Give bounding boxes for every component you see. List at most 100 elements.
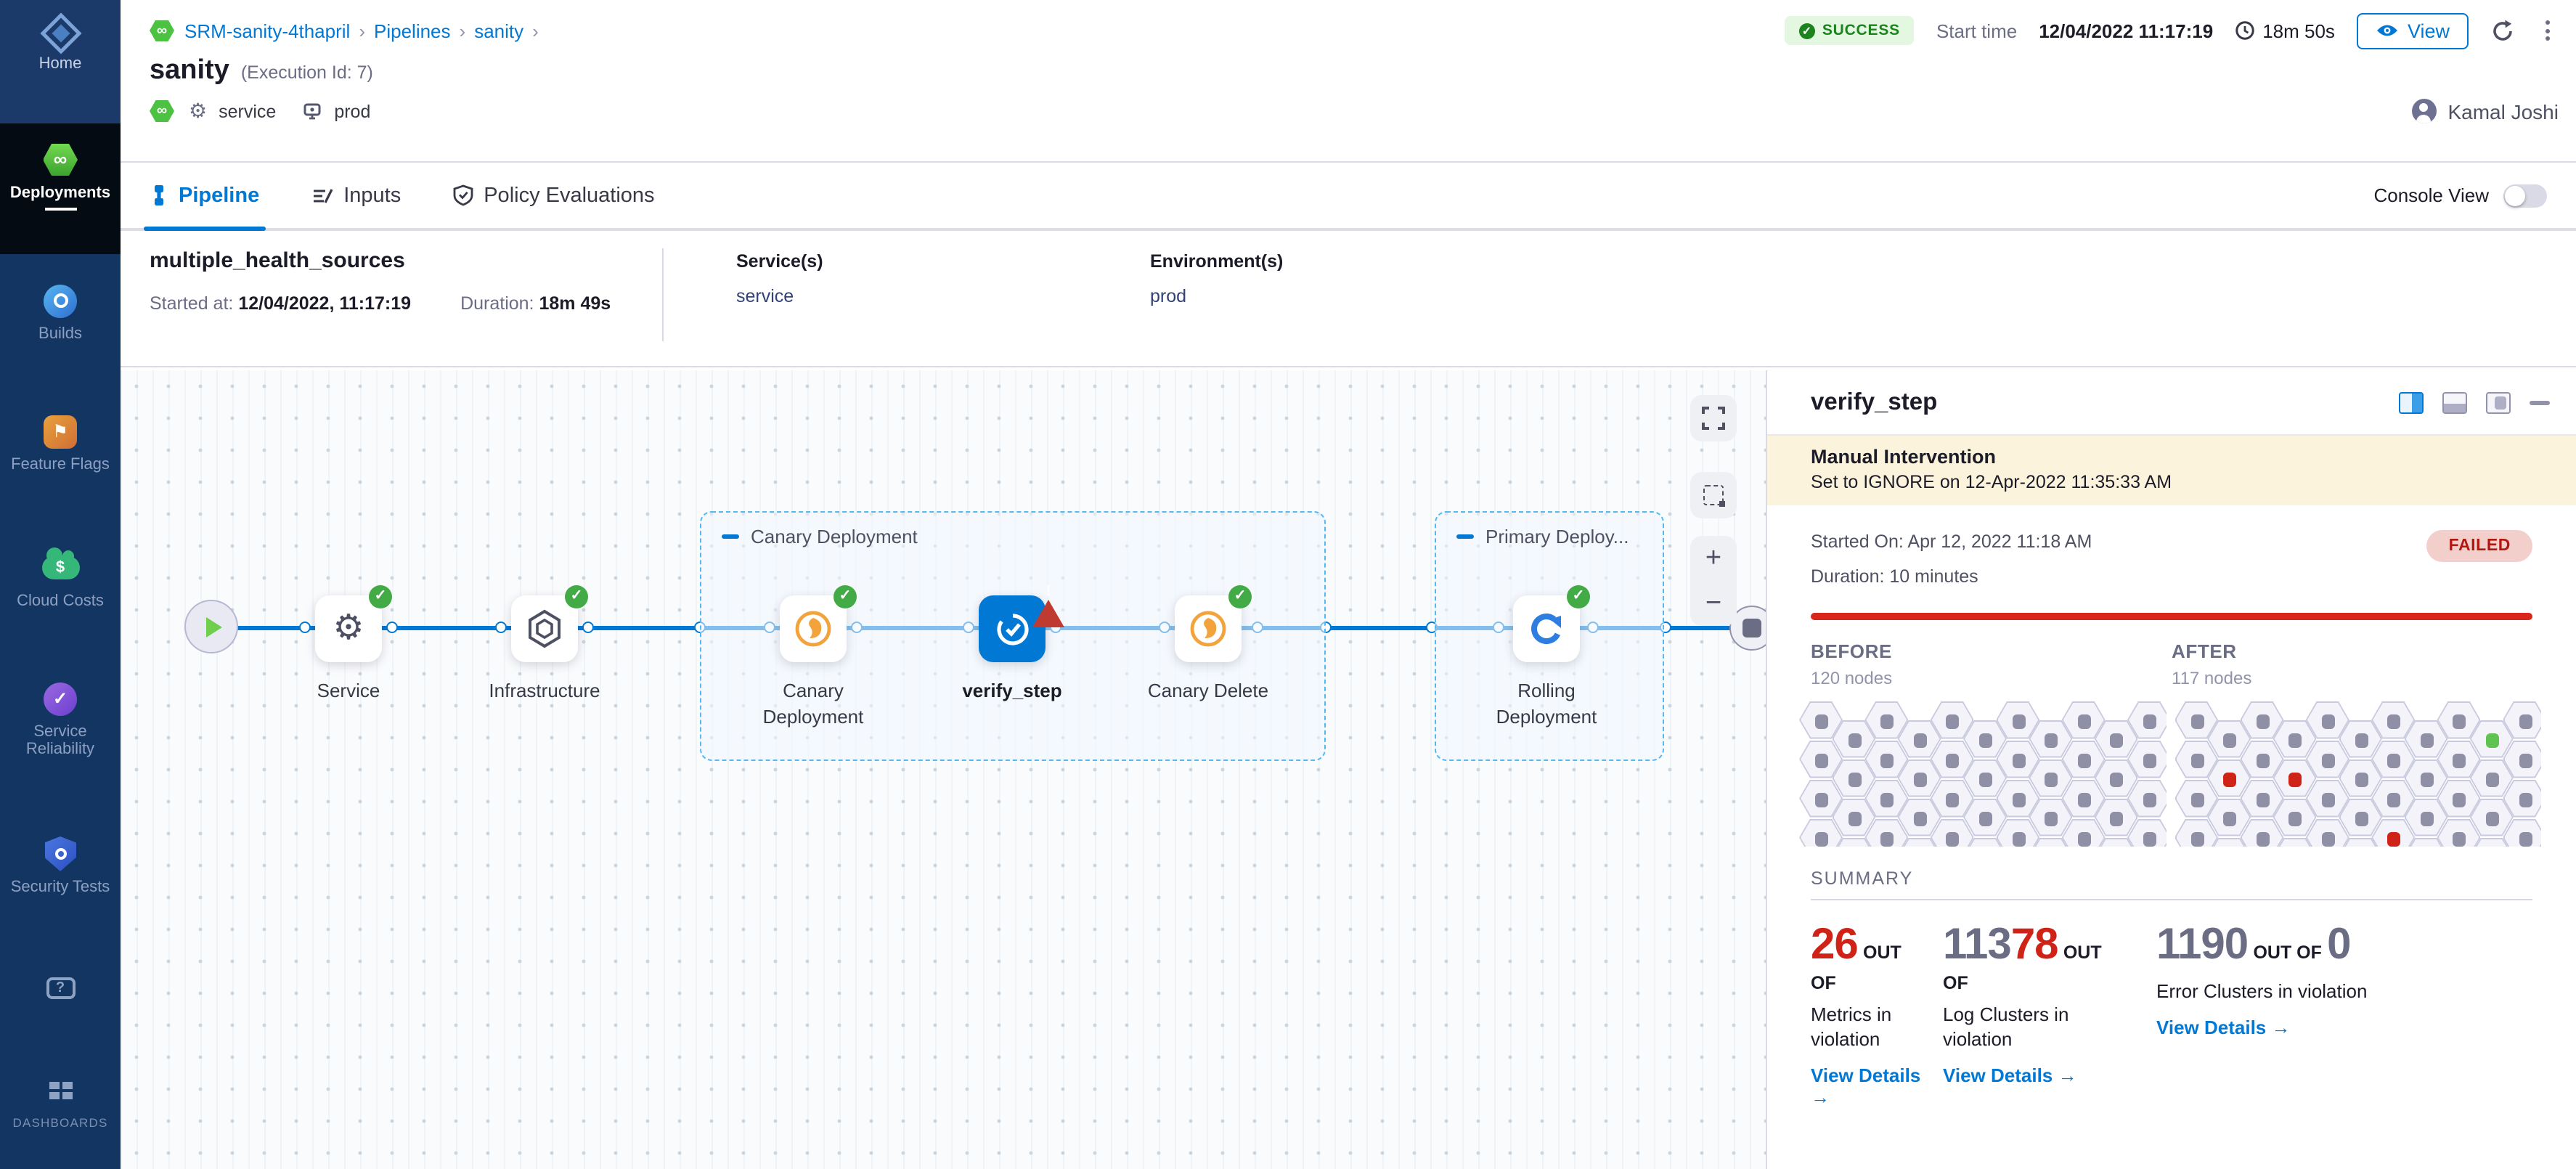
layout-right-split-button[interactable] [2399, 391, 2424, 413]
canvas-fit-button[interactable] [1690, 395, 1737, 441]
node-service[interactable]: ⚙ ✓ [315, 585, 392, 662]
console-view-toggle[interactable] [2503, 184, 2547, 207]
execution-id: (Execution Id: 7) [240, 62, 373, 83]
breadcrumb-pipeline[interactable]: sanity [474, 20, 524, 41]
zoom-in-button[interactable]: + [1705, 543, 1722, 574]
node-hexagon[interactable] [2469, 798, 2514, 836]
node-hexagon[interactable] [2207, 798, 2251, 836]
node-hexagon[interactable] [2339, 837, 2382, 847]
security-tests-icon [44, 836, 76, 871]
collapse-dash-icon[interactable] [722, 534, 739, 539]
node-hexagon[interactable] [2174, 818, 2218, 847]
node-hexagon[interactable] [2094, 759, 2138, 797]
more-options-button[interactable] [2537, 17, 2559, 44]
node-hexagon[interactable] [2240, 701, 2284, 739]
refresh-icon[interactable] [2490, 18, 2515, 43]
tab-pipeline[interactable]: Pipeline [144, 163, 265, 231]
sidebar-help-button[interactable]: ? [0, 977, 121, 999]
node-hexagon[interactable] [2207, 837, 2251, 847]
node-hexagon[interactable] [1897, 720, 1941, 758]
service-gear-icon: ⚙ [333, 608, 364, 647]
out-of-label: OUT OF [2253, 942, 2322, 963]
node-status-dot [2190, 831, 2204, 847]
tab-inputs[interactable]: Inputs [311, 163, 401, 228]
pipeline-canvas[interactable]: Canary Deployment Primary Deploy... ⚙ ✓ … [121, 370, 1766, 1169]
start-node[interactable] [184, 600, 238, 653]
tab-policy-evaluations[interactable]: Policy Evaluations [453, 163, 655, 228]
service-gear-icon: ⚙ [189, 99, 208, 122]
node-hexagon[interactable] [1996, 701, 2040, 739]
node-status-dot [2256, 831, 2270, 847]
node-status-dot [2321, 831, 2335, 847]
node-hexagon[interactable] [2273, 720, 2317, 758]
node-hexagon[interactable] [2437, 701, 2481, 739]
node-hexagon[interactable] [1832, 837, 1876, 847]
service-link[interactable]: service [736, 286, 794, 306]
node-hexagon[interactable] [1799, 701, 1843, 739]
node-hexagon[interactable] [2094, 837, 2138, 847]
node-hexagon[interactable] [2127, 818, 2166, 847]
sidebar-item-builds[interactable]: Builds [0, 282, 121, 343]
node-hexagon[interactable] [1963, 837, 2007, 847]
fullscreen-icon [1702, 407, 1725, 430]
node-status-dot [1848, 811, 1862, 826]
view-details-link[interactable]: View Details → [1943, 1064, 2077, 1086]
node-hexagon[interactable] [1996, 818, 2040, 847]
node-rolling-deployment[interactable]: ✓ [1513, 585, 1590, 662]
zoom-out-button[interactable]: − [1705, 588, 1722, 619]
view-button[interactable]: View [2356, 12, 2469, 49]
node-hexagon[interactable] [2273, 837, 2317, 847]
step-details-panel: verify_step Manual Intervention Set to I… [1766, 370, 2576, 1169]
node-hexagon[interactable] [1864, 701, 1909, 739]
node-hexagon[interactable] [2469, 837, 2514, 847]
node-status-dot [1880, 792, 1894, 807]
node-hexagon[interactable] [2503, 701, 2541, 739]
node-verify-step[interactable]: ! [979, 575, 1064, 662]
manual-intervention-banner: Manual Intervention Set to IGNORE on 12-… [1767, 436, 2576, 505]
collapse-dash-icon[interactable] [1456, 534, 1474, 539]
layout-bottom-split-button[interactable] [2442, 391, 2467, 413]
sidebar-item-label: DASHBOARDS [12, 1115, 108, 1130]
status-badge: ✓SUCCESS [1784, 16, 1915, 45]
user-menu[interactable]: Kamal Joshi [2411, 99, 2559, 123]
node-hexagon[interactable] [2404, 837, 2448, 847]
sidebar-item-cloud-costs[interactable]: $ Cloud Costs [0, 547, 121, 610]
after-node-grid[interactable] [2174, 701, 2541, 847]
view-details-link[interactable]: View Details → [1811, 1064, 1921, 1108]
node-canary-deployment[interactable]: ✓ [780, 585, 857, 662]
node-infrastructure[interactable]: ✓ [511, 585, 588, 662]
node-status-dot [2453, 714, 2466, 729]
collapse-panel-button[interactable] [2530, 400, 2550, 404]
breadcrumb-project[interactable]: SRM-sanity-4thapril [184, 20, 351, 41]
sidebar-item-service-reliability[interactable]: ✓ Service Reliability [0, 680, 121, 758]
node-hexagon[interactable] [2503, 818, 2541, 847]
node-status-dot [1880, 753, 1894, 768]
environment-link[interactable]: prod [1150, 286, 1187, 306]
layout-floating-button[interactable] [2486, 391, 2511, 413]
sidebar-item-feature-flags[interactable]: ⚑ Feature Flags [0, 412, 121, 473]
sidebar-item-security-tests[interactable]: Security Tests [0, 835, 121, 896]
node-hexagon[interactable] [2174, 701, 2218, 739]
node-hexagon[interactable] [2029, 720, 2073, 758]
node-hexagon[interactable] [2305, 701, 2349, 739]
sidebar-item-deployments[interactable]: ∞ Deployments [0, 141, 121, 211]
success-check-icon: ✓ [833, 585, 857, 608]
node-canary-delete[interactable]: ✓ [1175, 585, 1252, 662]
node-hexagon[interactable] [1963, 720, 2007, 758]
sidebar-item-home[interactable]: Home [0, 12, 121, 73]
breadcrumb-pipelines[interactable]: Pipelines [374, 20, 451, 41]
sidebar-item-dashboards[interactable]: DASHBOARDS [0, 1072, 121, 1130]
node-hexagon[interactable] [1930, 701, 1974, 739]
before-node-grid[interactable] [1799, 701, 2166, 847]
avatar [2411, 99, 2437, 123]
node-hexagon[interactable] [2061, 701, 2106, 739]
node-status-dot [2045, 772, 2058, 787]
canvas-select-button[interactable] [1690, 472, 1737, 518]
node-hexagon[interactable] [2029, 837, 2073, 847]
node-hexagon[interactable] [2305, 818, 2349, 847]
node-hexagon[interactable] [1897, 837, 1941, 847]
node-hexagon[interactable] [2371, 701, 2416, 739]
node-hexagon[interactable] [2061, 818, 2106, 847]
view-details-link[interactable]: View Details → [2156, 1016, 2291, 1038]
infrastructure-icon [529, 609, 561, 648]
